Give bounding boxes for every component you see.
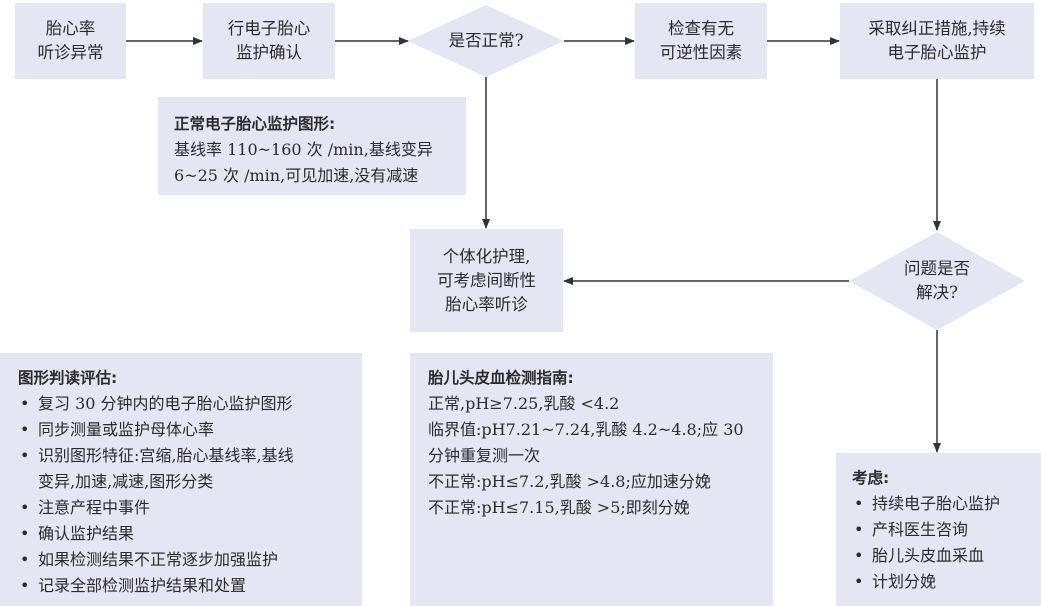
problem-resolved-label: 问题是否 解决? — [849, 232, 1025, 330]
node-text: 检查有无 — [668, 19, 734, 38]
scalp-blood-line: 不正常:pH≤7.15,乳酸 >5;即刻分娩 — [428, 498, 690, 517]
scalp-blood-title: 胎儿头皮血检测指南: — [428, 369, 574, 387]
problem-resolved-diamond — [849, 232, 1025, 330]
list-item: 确认监护结果 — [18, 521, 348, 547]
node-corrective-measures: 采取纠正措施,持续 电子胎心监护 — [840, 3, 1034, 79]
list-item: 识别图形特征:宫缩,胎心基线率,基线变异,加速,减速,图形分类 — [18, 443, 348, 495]
node-text: 是否正常? — [448, 31, 524, 50]
normal-pattern-title: 正常电子胎心监护图形: — [174, 115, 336, 133]
node-text: 可考虑间断性 — [437, 270, 536, 290]
node-abnormal-auscultation: 胎心率 听诊异常 — [15, 3, 126, 79]
node-text: 行电子胎心 — [227, 19, 311, 38]
is-normal-label: 是否正常? — [408, 5, 564, 77]
list-item: 产科医生咨询 — [852, 517, 1027, 543]
scalp-blood-line: 不正常:pH≤7.2,乳酸 >4.8;应加速分娩 — [428, 472, 711, 491]
scalp-blood-line: 分钟重复测一次 — [428, 446, 541, 465]
node-efm-confirm: 行电子胎心 监护确认 — [203, 3, 335, 79]
list-item: 记录全部检测监护结果和处置 — [18, 573, 348, 599]
node-text: 采取纠正措施,持续 — [868, 19, 1006, 38]
node-individualized-care: 个体化护理, 可考虑间断性 胎心率听诊 — [410, 229, 563, 332]
node-text: 胎心率 — [45, 19, 96, 38]
node-check-reversible: 检查有无 可逆性因素 — [635, 3, 767, 79]
node-text: 解决? — [916, 283, 958, 302]
node-text: 问题是否 — [904, 259, 970, 278]
list-item: 如果检测结果不正常逐步加强监护 — [18, 547, 348, 573]
node-text: 个体化护理, — [442, 246, 531, 266]
interpretation-title: 图形判读评估: — [18, 369, 118, 387]
considerations-box: 考虑: 持续电子胎心监护 产科医生咨询 胎儿头皮血采血 计划分娩 — [836, 453, 1041, 606]
scalp-blood-box: 胎儿头皮血检测指南: 正常,pH≥7.25,乳酸 <4.2 临界值:pH7.21… — [410, 353, 773, 606]
scalp-blood-line: 临界值:pH7.21~7.24,乳酸 4.2~4.8;应 30 — [428, 420, 744, 439]
list-item: 胎儿头皮血采血 — [852, 543, 1027, 569]
considerations-title: 考虑: — [852, 469, 890, 487]
node-text: 电子胎心监护 — [887, 43, 987, 62]
node-text: 听诊异常 — [37, 43, 104, 62]
list-item: 注意产程中事件 — [18, 495, 348, 521]
node-text: 监护确认 — [236, 43, 302, 62]
normal-pattern-line: 基线率 110~160 次 /min,基线变异 — [174, 140, 433, 159]
list-item: 持续电子胎心监护 — [852, 491, 1027, 517]
normal-pattern-box: 正常电子胎心监护图形: 基线率 110~160 次 /min,基线变异 6~25… — [158, 97, 466, 195]
interpretation-box: 图形判读评估: 复习 30 分钟内的电子胎心监护图形 同步测量或监护母体心率 识… — [0, 353, 362, 606]
list-item: 同步测量或监护母体心率 — [18, 417, 348, 443]
list-item: 复习 30 分钟内的电子胎心监护图形 — [18, 391, 348, 417]
scalp-blood-line: 正常,pH≥7.25,乳酸 <4.2 — [428, 394, 620, 413]
list-item: 计划分娩 — [852, 569, 1027, 595]
normal-pattern-line: 6~25 次 /min,可见加速,没有减速 — [174, 166, 419, 185]
node-text: 可逆性因素 — [659, 43, 743, 62]
is-normal-diamond — [408, 5, 564, 77]
node-text: 胎心率听诊 — [445, 294, 528, 314]
